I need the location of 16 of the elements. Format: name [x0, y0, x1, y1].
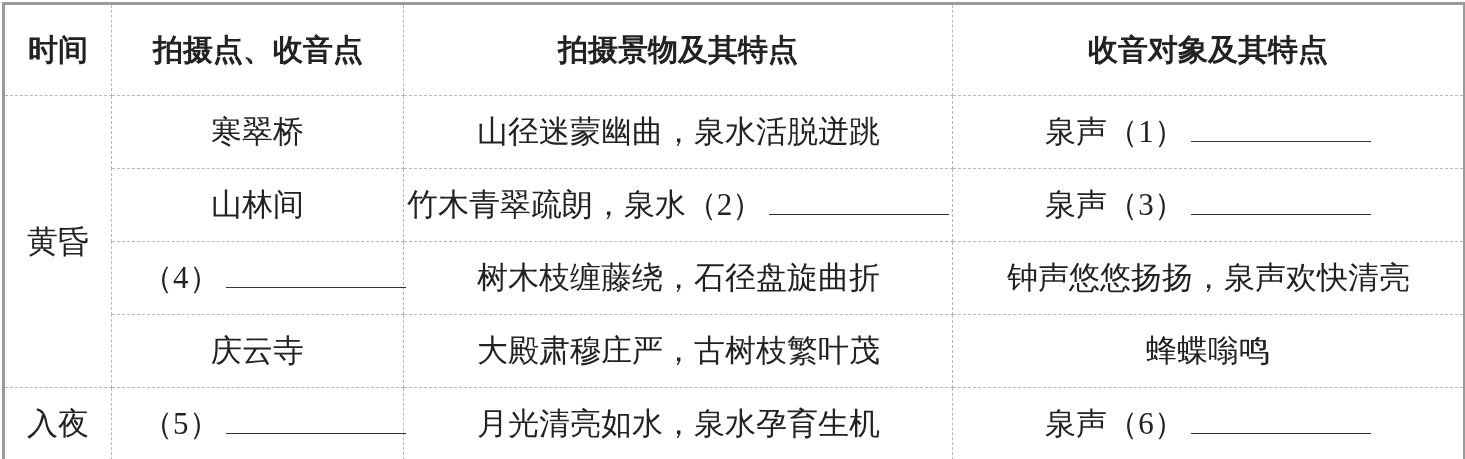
column-header: 拍摄景物及其特点 — [403, 3, 953, 96]
time-label: 黄昏 — [3, 95, 112, 388]
table-text: 泉声（6） — [1045, 406, 1185, 441]
table-text: 竹木青翠疏朗，泉水（2） — [406, 187, 764, 222]
table-text: 庆云寺 — [111, 314, 404, 388]
table-text: 寒翠桥 — [111, 95, 404, 169]
table-text: 山林间 — [111, 168, 404, 242]
column-header: 时间 — [3, 3, 112, 96]
column-header: 拍摄点、收音点 — [111, 3, 404, 96]
table-text: 树木枝缠藤绕，石径盘旋曲折 — [403, 241, 953, 315]
table-text: （4） — [142, 260, 220, 295]
table-text: 大殿肃穆庄严，古树枝繁叶茂 — [403, 314, 953, 388]
table-text: （5） — [142, 406, 220, 441]
table-text: 泉声（1） — [1045, 114, 1185, 149]
table-text: 泉声（3） — [1045, 187, 1185, 222]
table-text: 山径迷蒙幽曲，泉水活脱迸跳 — [403, 95, 953, 169]
